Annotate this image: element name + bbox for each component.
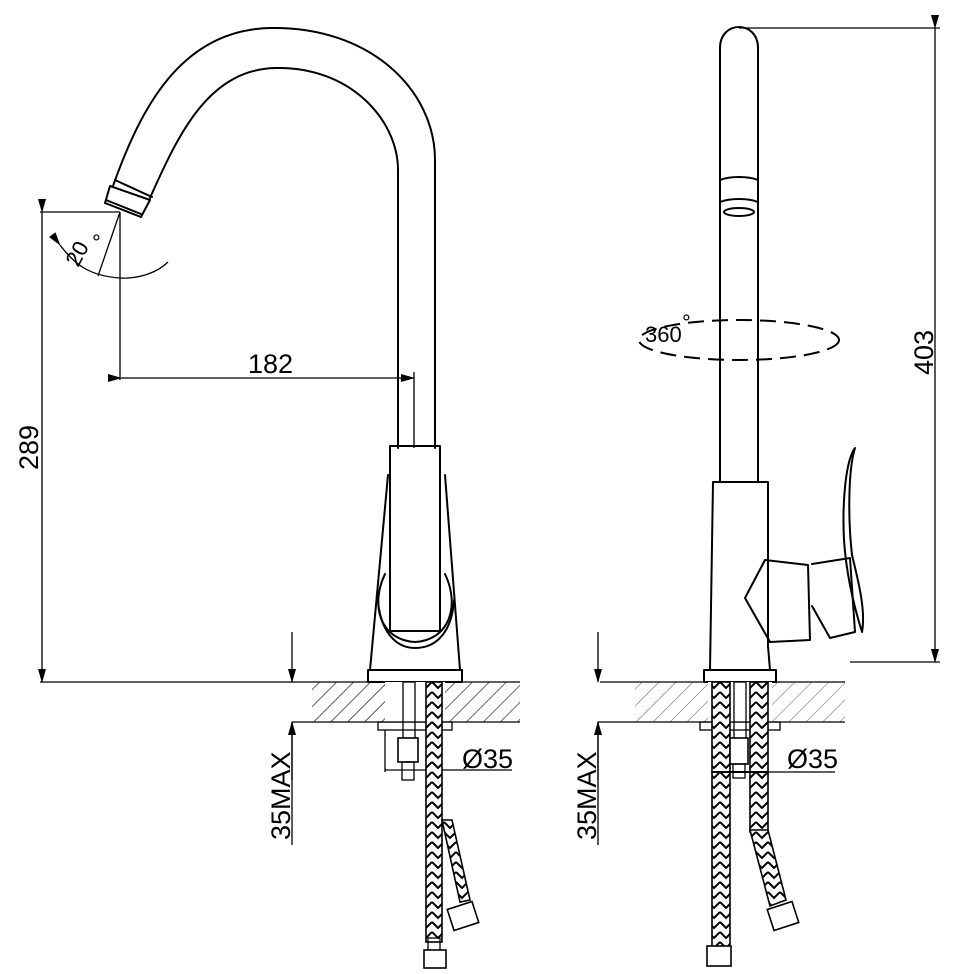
total-height-label: 403 [909,330,939,375]
total-height-dimension: 403 [739,15,940,663]
height-dimension: 289 [14,199,46,683]
front-view: 20 ° 182 289 35MAX [14,26,520,969]
hole-diameter-label-side: Ø35 [787,744,838,774]
angle-dimension: 20 ° [40,211,169,380]
angle-label: 20 [60,237,94,270]
faucet-body [367,445,463,683]
rotation-indicator: 360 ° [638,310,840,361]
faucet-body-side [703,447,865,683]
angle-unit: ° [92,230,101,255]
rotation-label: 360 [645,322,682,347]
spout [104,26,436,449]
mounting-hardware: Ø35 [384,681,513,969]
countertop-max-label-side: 35MAX [572,751,602,840]
spout-side [719,26,759,483]
countertop-max-label: 35MAX [266,751,296,840]
countertop: 35MAX [40,632,520,845]
height-label: 289 [14,425,44,470]
countertop-side: 35MAX [572,632,845,845]
reach-label: 182 [248,349,293,379]
hole-diameter-label: Ø35 [462,744,513,774]
reach-dimension: 182 [108,349,415,448]
mounting-hardware-side: Ø35 [706,681,838,967]
side-view: 360 ° 403 [572,15,940,967]
rotation-unit: ° [682,310,691,335]
